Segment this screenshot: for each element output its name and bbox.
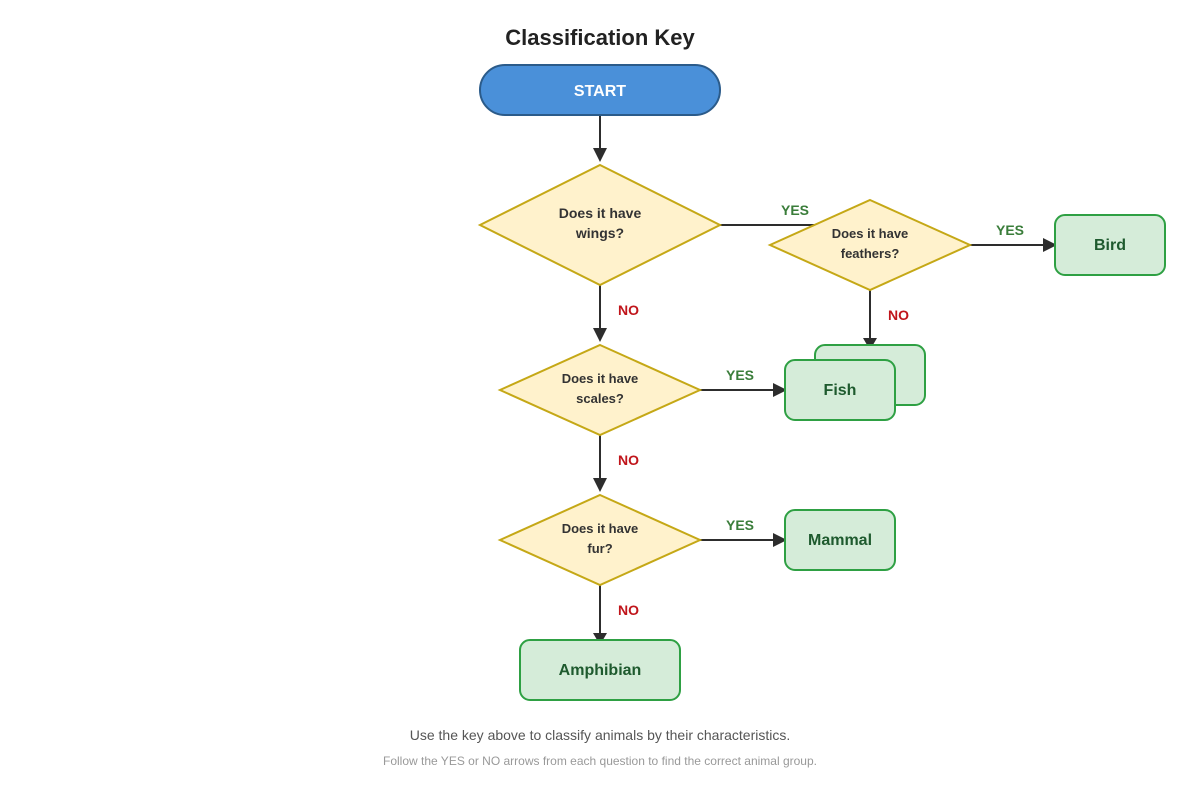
question-scales: Does it have scales?: [497, 343, 703, 437]
question-fur-line1: Does it have: [562, 521, 639, 536]
yes-label-fur: YES: [726, 517, 754, 533]
question-wings-line1: Does it have: [559, 205, 642, 221]
result-mammal: Mammal: [784, 509, 896, 571]
arrowhead-icon: [773, 533, 787, 547]
yes-label-scales: YES: [726, 367, 754, 383]
yes-label-wings: YES: [781, 202, 809, 218]
result-bird: Bird: [1054, 214, 1166, 276]
question-fur-line2: fur?: [587, 541, 612, 556]
question-wings-line2: wings?: [575, 225, 624, 241]
start-node: START: [479, 64, 721, 116]
result-box: [784, 359, 896, 421]
flow-edges: [593, 115, 1057, 645]
no-label-wings: NO: [618, 302, 639, 318]
arrowhead-icon: [773, 383, 787, 397]
no-label-fur: NO: [618, 602, 639, 618]
question-scales-line1: Does it have: [562, 371, 639, 386]
result-fish-label: Fish: [824, 382, 857, 399]
arrowhead-icon: [593, 148, 607, 162]
arrowhead-icon: [593, 478, 607, 492]
arrowhead-icon: [1043, 238, 1057, 252]
edge-labels: YES NO YES NO YES NO YES NO: [618, 202, 1024, 618]
diagram-title: Classification Key: [505, 25, 695, 50]
result-mammal-label: Mammal: [808, 532, 872, 549]
question-feathers-line1: Does it have: [832, 226, 909, 241]
result-box: [784, 509, 896, 571]
question-feathers: Does it have feathers?: [767, 198, 973, 292]
no-label-scales: NO: [618, 452, 639, 468]
result-fish: Fish: [784, 359, 896, 421]
decision-diamond: [767, 198, 973, 292]
arrowhead-icon: [593, 328, 607, 342]
yes-label-feathers: YES: [996, 222, 1024, 238]
footer-hint: Follow the YES or NO arrows from each qu…: [383, 754, 817, 768]
question-fur: Does it have fur?: [497, 493, 703, 587]
decision-diamond: [477, 163, 723, 287]
result-bird-label: Bird: [1094, 237, 1126, 254]
no-label-feathers: NO: [888, 307, 909, 323]
question-feathers-line2: feathers?: [841, 246, 900, 261]
start-terminal-shape: [479, 64, 721, 116]
question-scales-line2: scales?: [576, 391, 624, 406]
result-box: [1054, 214, 1166, 276]
decision-diamond: [497, 493, 703, 587]
question-wings: Does it have wings?: [477, 163, 723, 287]
result-amphibian-label: Amphibian: [559, 662, 642, 679]
footer-instructions: Use the key above to classify animals by…: [410, 727, 791, 743]
decision-diamond: [497, 343, 703, 437]
result-amphibian: Amphibian: [519, 639, 681, 701]
start-label: START: [574, 83, 626, 100]
result-box: [519, 639, 681, 701]
